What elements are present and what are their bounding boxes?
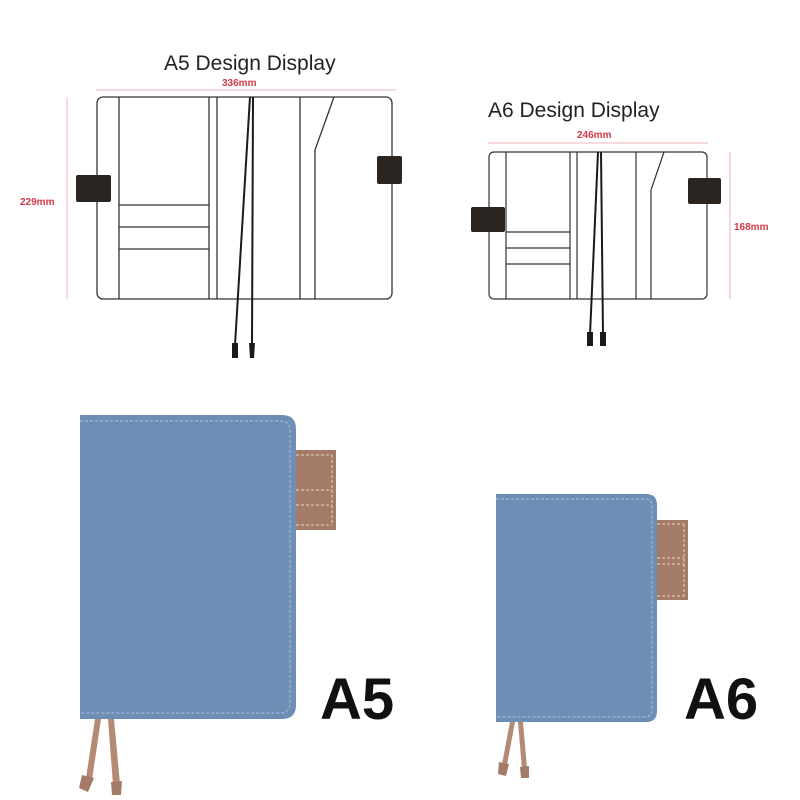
a6-height-label: 168mm [734, 222, 769, 233]
a5-right-strap [377, 156, 402, 184]
a5-notebook [79, 415, 336, 795]
a5-left-strap [76, 175, 111, 202]
a5-title: A5 Design Display [164, 52, 336, 75]
a5-width-label: 336mm [222, 78, 257, 89]
a6-left-strap [471, 207, 505, 232]
a5-diagram [66, 89, 402, 358]
a6-diagram [471, 142, 731, 346]
a6-notebook [496, 494, 688, 778]
a6-right-strap [688, 178, 721, 204]
a6-width-label: 246mm [577, 130, 612, 141]
a6-title: A6 Design Display [488, 99, 660, 122]
a5-height-label: 229mm [20, 197, 55, 208]
a5-size-label: A5 [320, 667, 395, 732]
a6-size-label: A6 [684, 667, 759, 732]
